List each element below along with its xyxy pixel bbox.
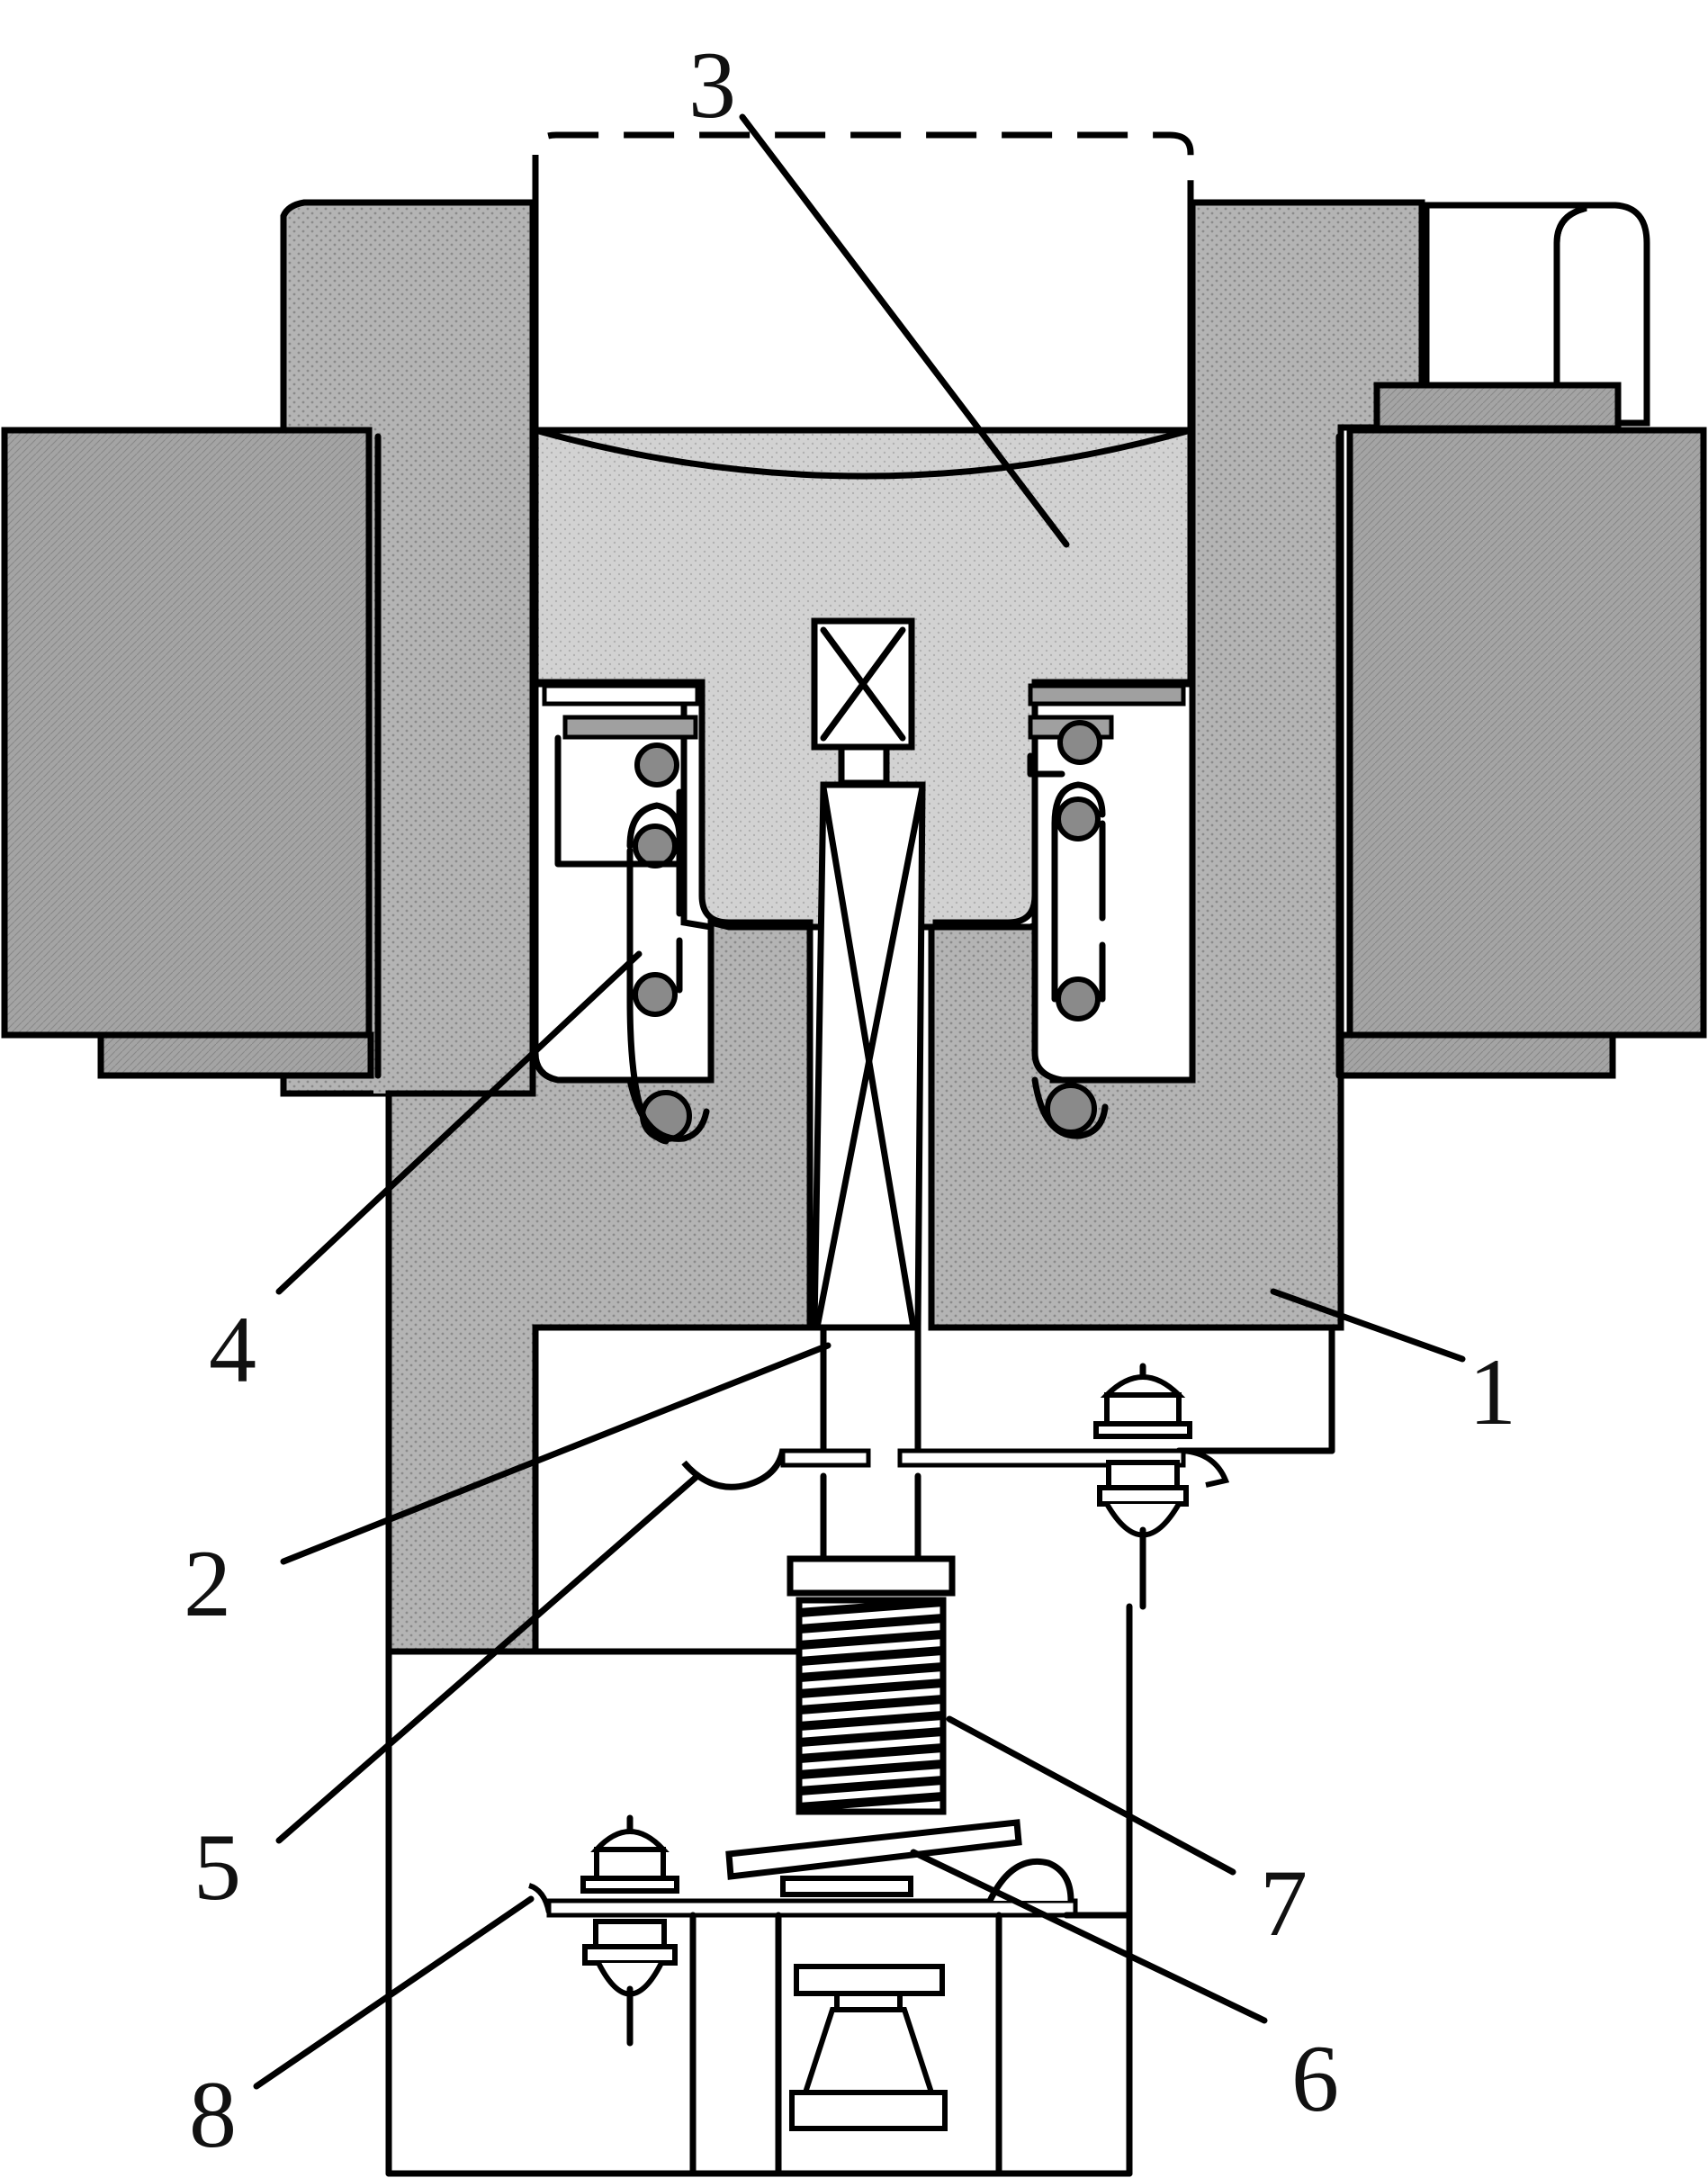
left-coil [1,427,373,1039]
left-cavity [532,680,715,1084]
upper-contact-bridge [681,1448,1230,1490]
rod-neck [838,743,890,787]
label-3: 3 [688,32,736,138]
lower-contact-bridge [527,1858,1133,1919]
upper-terminal-screw [1093,1363,1192,1610]
left-spring-assembly [554,734,710,1145]
right-coil [1346,427,1707,1039]
label-6: 6 [1291,2026,1339,2131]
spring-top-washer [787,1555,956,1597]
label-2: 2 [184,1531,231,1636]
armature-curved-face [535,427,1191,480]
armature-dashed-extent [532,131,1194,205]
label-1: 1 [1469,1339,1516,1444]
lower-terminal-screw [580,1814,679,2047]
right-coil-base [1337,1031,1616,1079]
label-7: 7 [1260,1850,1308,1956]
leader-lines [253,113,1466,2090]
lower-base [689,1912,1002,2177]
label-4: 4 [209,1297,256,1402]
housing-top-right [1418,202,1587,427]
right-spring-assembly [1027,720,1109,1139]
right-ledge [1028,683,1186,706]
left-coil-base [97,1031,374,1079]
lower-pressure-pad [780,1876,913,1897]
left-ledge-plate [562,715,698,740]
label-8: 8 [189,2062,237,2167]
label-5: 5 [193,1814,241,1920]
core-left-block [385,918,814,1655]
right-coil-cap [1373,382,1622,432]
armature-top-gap [535,202,1191,429]
return-spring [796,1597,947,1815]
tilted-pressure-plate [725,1819,1022,1880]
left-ledge [542,683,700,706]
